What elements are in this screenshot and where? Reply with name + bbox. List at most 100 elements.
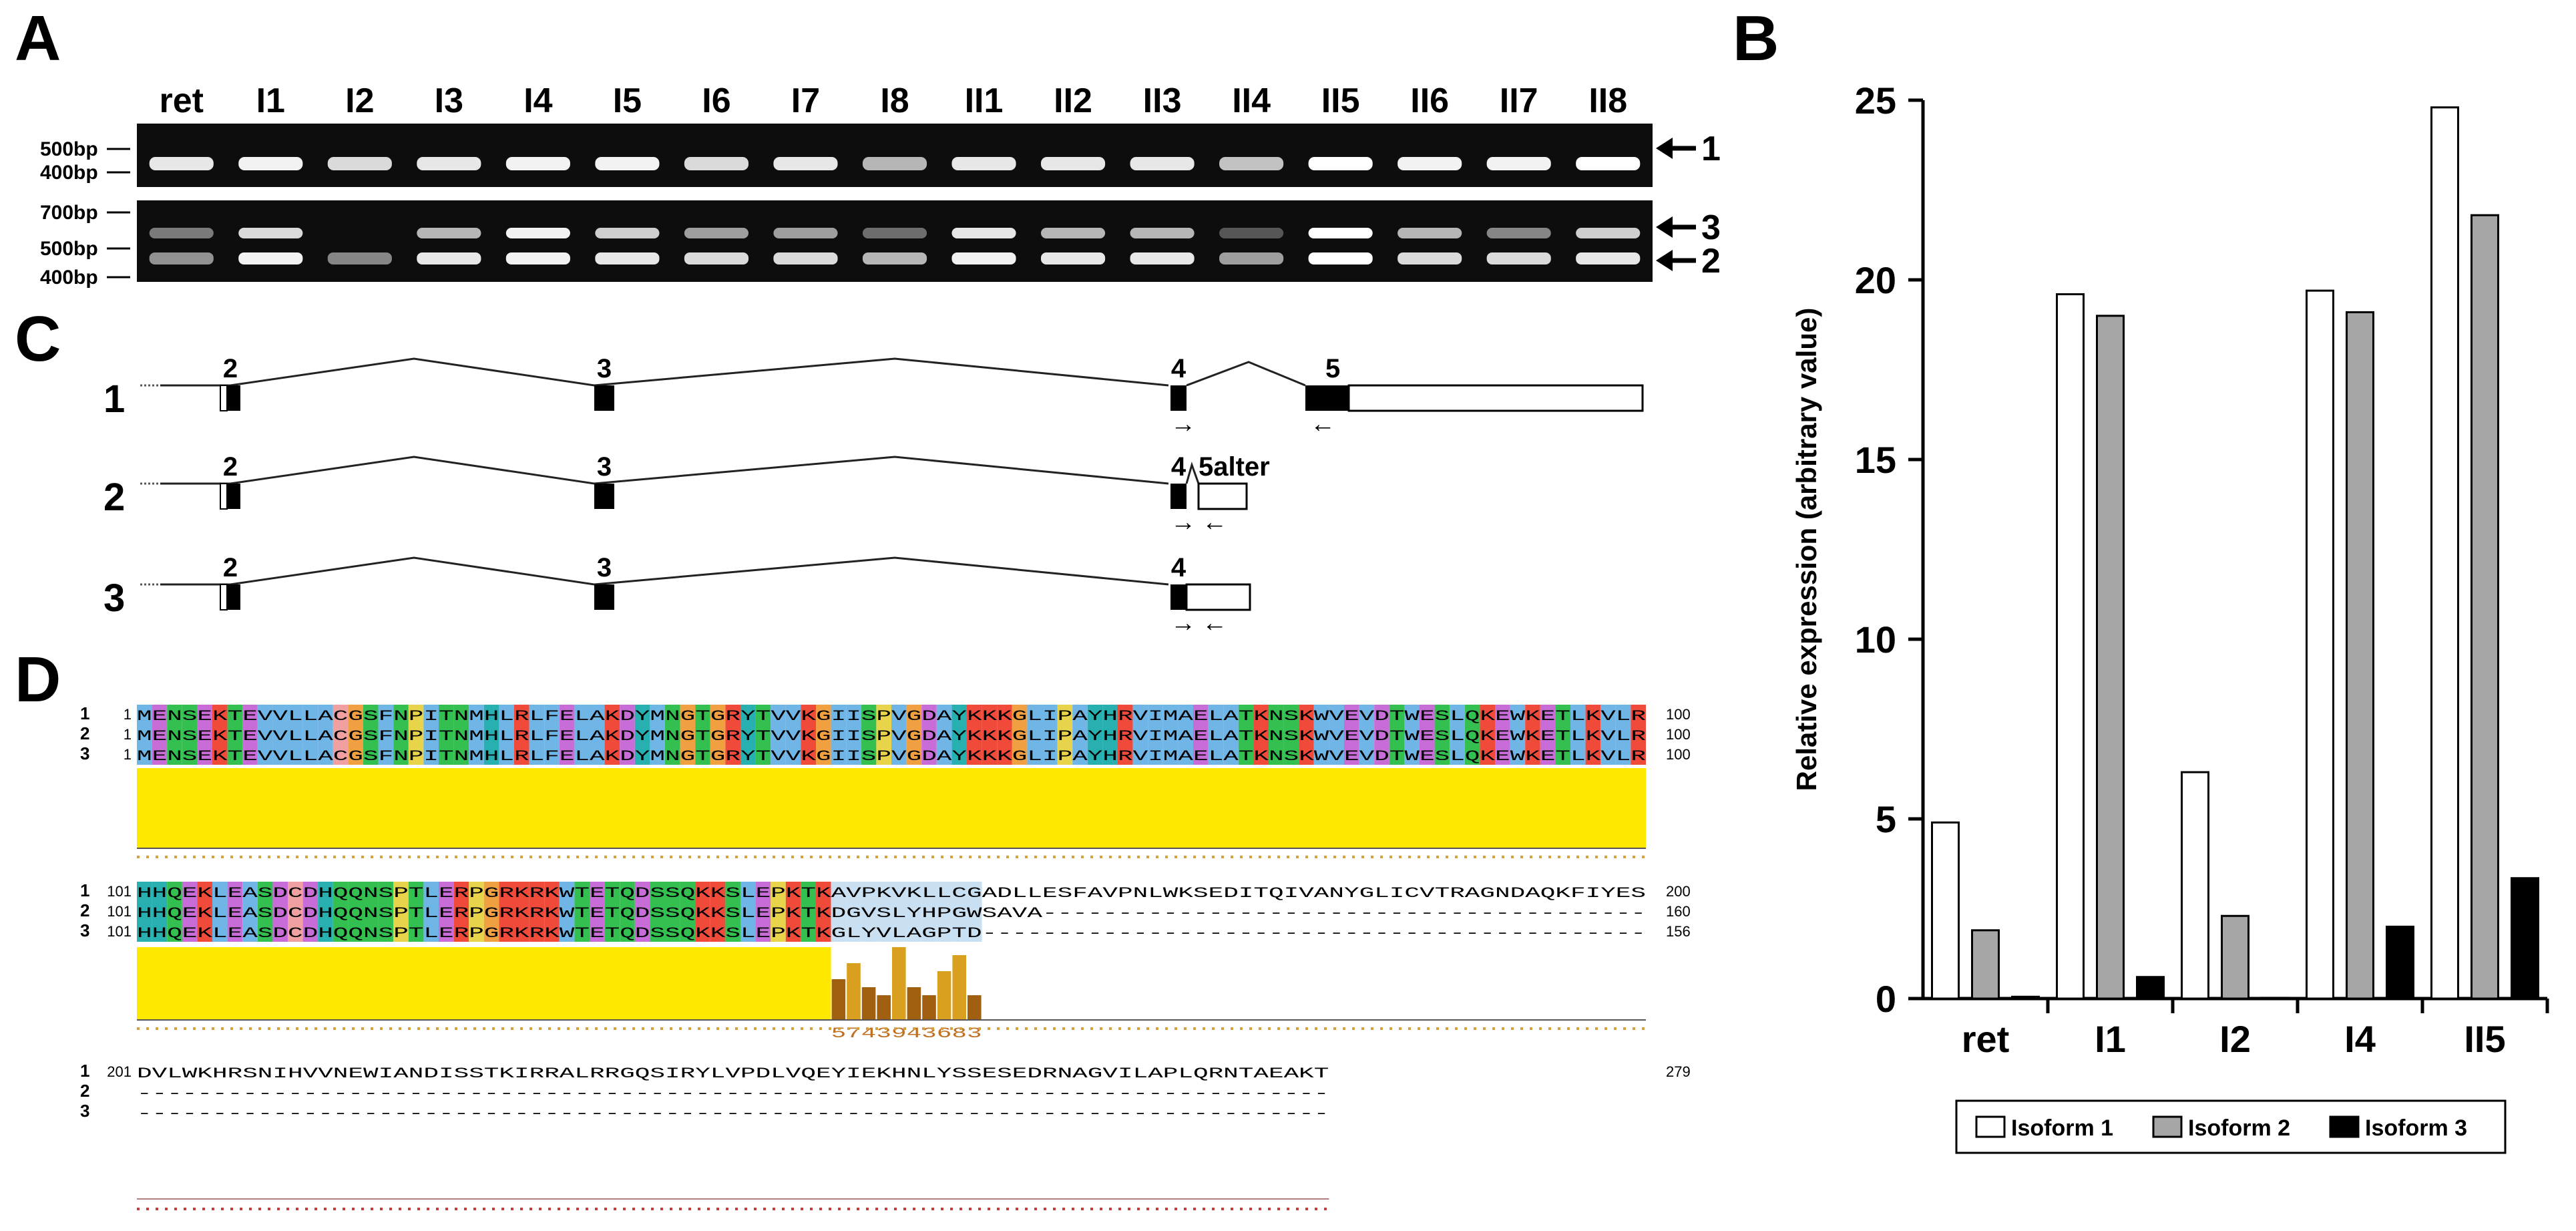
residue-color-cell — [816, 902, 831, 922]
alignment-row-end: 156 — [1666, 923, 1691, 940]
residue-color-cell — [1631, 745, 1646, 765]
primer-forward-arrow: → — [1170, 609, 1196, 637]
gel-arrow-label: 1 — [1701, 130, 1721, 168]
gel-band-isoform3 — [773, 228, 838, 238]
residue-color-cell — [1329, 705, 1344, 725]
residue-color-cell — [1313, 745, 1329, 765]
residue-color-cell — [1012, 725, 1028, 745]
residue-color-cell — [212, 882, 228, 902]
residue-color-cell — [816, 745, 831, 765]
residue-color-cell — [559, 922, 575, 942]
residue-color-cell — [378, 725, 394, 745]
gel-band-isoform2 — [1219, 252, 1284, 265]
gel-band-isoform2 — [1576, 252, 1641, 265]
residue-color-cell — [1510, 725, 1526, 745]
residue-color-cell — [393, 705, 409, 725]
exon-3 — [594, 584, 614, 610]
residue-color-cell — [559, 725, 575, 745]
alignment-sequence: MENSEKTEVVLLACGSFNPITNMHLRLFELAKDYMNGTGR… — [137, 748, 1646, 765]
residue-color-cell — [1118, 745, 1133, 765]
residue-color-cell — [951, 705, 967, 725]
residue-color-cell — [1420, 745, 1435, 765]
legend-label: Isoform 2 — [2188, 1115, 2290, 1141]
residue-color-cell — [333, 725, 349, 745]
gel-lane-label: I4 — [523, 81, 552, 120]
residue-color-cell — [227, 705, 243, 725]
residue-color-cell — [725, 882, 740, 902]
residue-color-cell — [574, 705, 590, 725]
residue-color-cell — [1329, 725, 1344, 745]
alignment-sequence: HHQEKLEASDCDHQQNSPTLERPGRKRKWTETQDSSQKKS… — [137, 925, 1646, 942]
residue-partial-cell — [951, 922, 967, 942]
gel-band-isoform1 — [684, 157, 749, 170]
gel-size-marker: 400bp — [40, 162, 98, 184]
exon-5-utr — [1347, 384, 1644, 412]
residue-color-cell — [755, 922, 771, 942]
residue-color-cell — [1389, 745, 1405, 765]
residue-color-cell — [665, 705, 680, 725]
residue-color-cell — [1359, 705, 1375, 725]
isoform-label: 1 — [103, 377, 125, 421]
residue-color-cell — [816, 882, 831, 902]
residue-color-cell — [1555, 725, 1570, 745]
residue-color-cell — [650, 882, 665, 902]
residue-color-cell — [514, 882, 529, 902]
residue-color-cell — [1344, 745, 1359, 765]
residue-color-cell — [1148, 745, 1163, 765]
exon-label: 3 — [597, 553, 612, 582]
residue-color-cell — [906, 725, 922, 745]
alignment-sequence: HHQEKLEASDCDHQQNSPTLERPGRKRKWTETQDSSQKKS… — [137, 885, 1646, 902]
gel-band-isoform2 — [149, 252, 214, 265]
alignment-row-end: 200 — [1666, 883, 1691, 900]
residue-color-cell — [665, 725, 680, 745]
gel-band-isoform1 — [862, 157, 927, 170]
residue-color-cell — [1510, 745, 1526, 765]
gel-lane-label: II8 — [1588, 81, 1627, 120]
residue-color-cell — [1344, 725, 1359, 745]
residue-color-cell — [680, 725, 696, 745]
residue-color-cell — [936, 745, 952, 765]
residue-color-cell — [182, 922, 198, 942]
bar-isoform-2 — [2221, 914, 2249, 1000]
residue-color-cell — [242, 882, 258, 902]
residue-color-cell — [1480, 705, 1495, 725]
alignment-row-label: 3 — [80, 1101, 89, 1121]
isoform-intron-line — [160, 456, 1169, 485]
alignment-row-start: 1 — [124, 706, 132, 723]
residue-color-cell — [1148, 725, 1163, 745]
residue-color-cell — [1344, 705, 1359, 725]
gel-band-isoform1 — [505, 157, 570, 170]
alignment-row-start: 201 — [107, 1063, 132, 1080]
residue-color-cell — [1057, 745, 1073, 765]
isoform-intron-line — [1186, 361, 1306, 387]
residue-color-cell — [544, 922, 560, 942]
residue-color-cell — [1012, 745, 1028, 765]
residue-color-cell — [227, 882, 243, 902]
residue-color-cell — [710, 745, 726, 765]
residue-color-cell — [529, 882, 545, 902]
residue-color-cell — [1525, 725, 1540, 745]
residue-color-cell — [1178, 745, 1193, 765]
residue-color-cell — [634, 922, 650, 942]
gel-band-isoform2 — [1130, 252, 1195, 265]
bar-isoform-1 — [2056, 293, 2085, 1000]
legend-swatch — [2329, 1115, 2360, 1138]
residue-color-cell — [167, 705, 182, 725]
alignment-sequence: HHQEKLEASDCDHQQNSPTLERPGRKRKWTETQDSSQKKS… — [137, 905, 1646, 922]
residue-color-cell — [590, 922, 605, 942]
residue-color-cell — [590, 882, 605, 902]
residue-color-cell — [333, 705, 349, 725]
residue-color-cell — [182, 725, 198, 745]
residue-partial-cell — [936, 922, 952, 942]
residue-color-cell — [393, 922, 409, 942]
residue-color-cell — [710, 705, 726, 725]
residue-color-cell — [725, 745, 740, 765]
residue-color-cell — [967, 745, 982, 765]
gel-band-isoform1 — [1040, 157, 1106, 170]
residue-color-cell — [272, 725, 288, 745]
residue-color-cell — [348, 705, 363, 725]
residue-color-cell — [423, 902, 439, 922]
residue-color-cell — [921, 745, 937, 765]
exon-label: 2 — [223, 452, 238, 482]
conservation-score-bar — [937, 971, 951, 1019]
